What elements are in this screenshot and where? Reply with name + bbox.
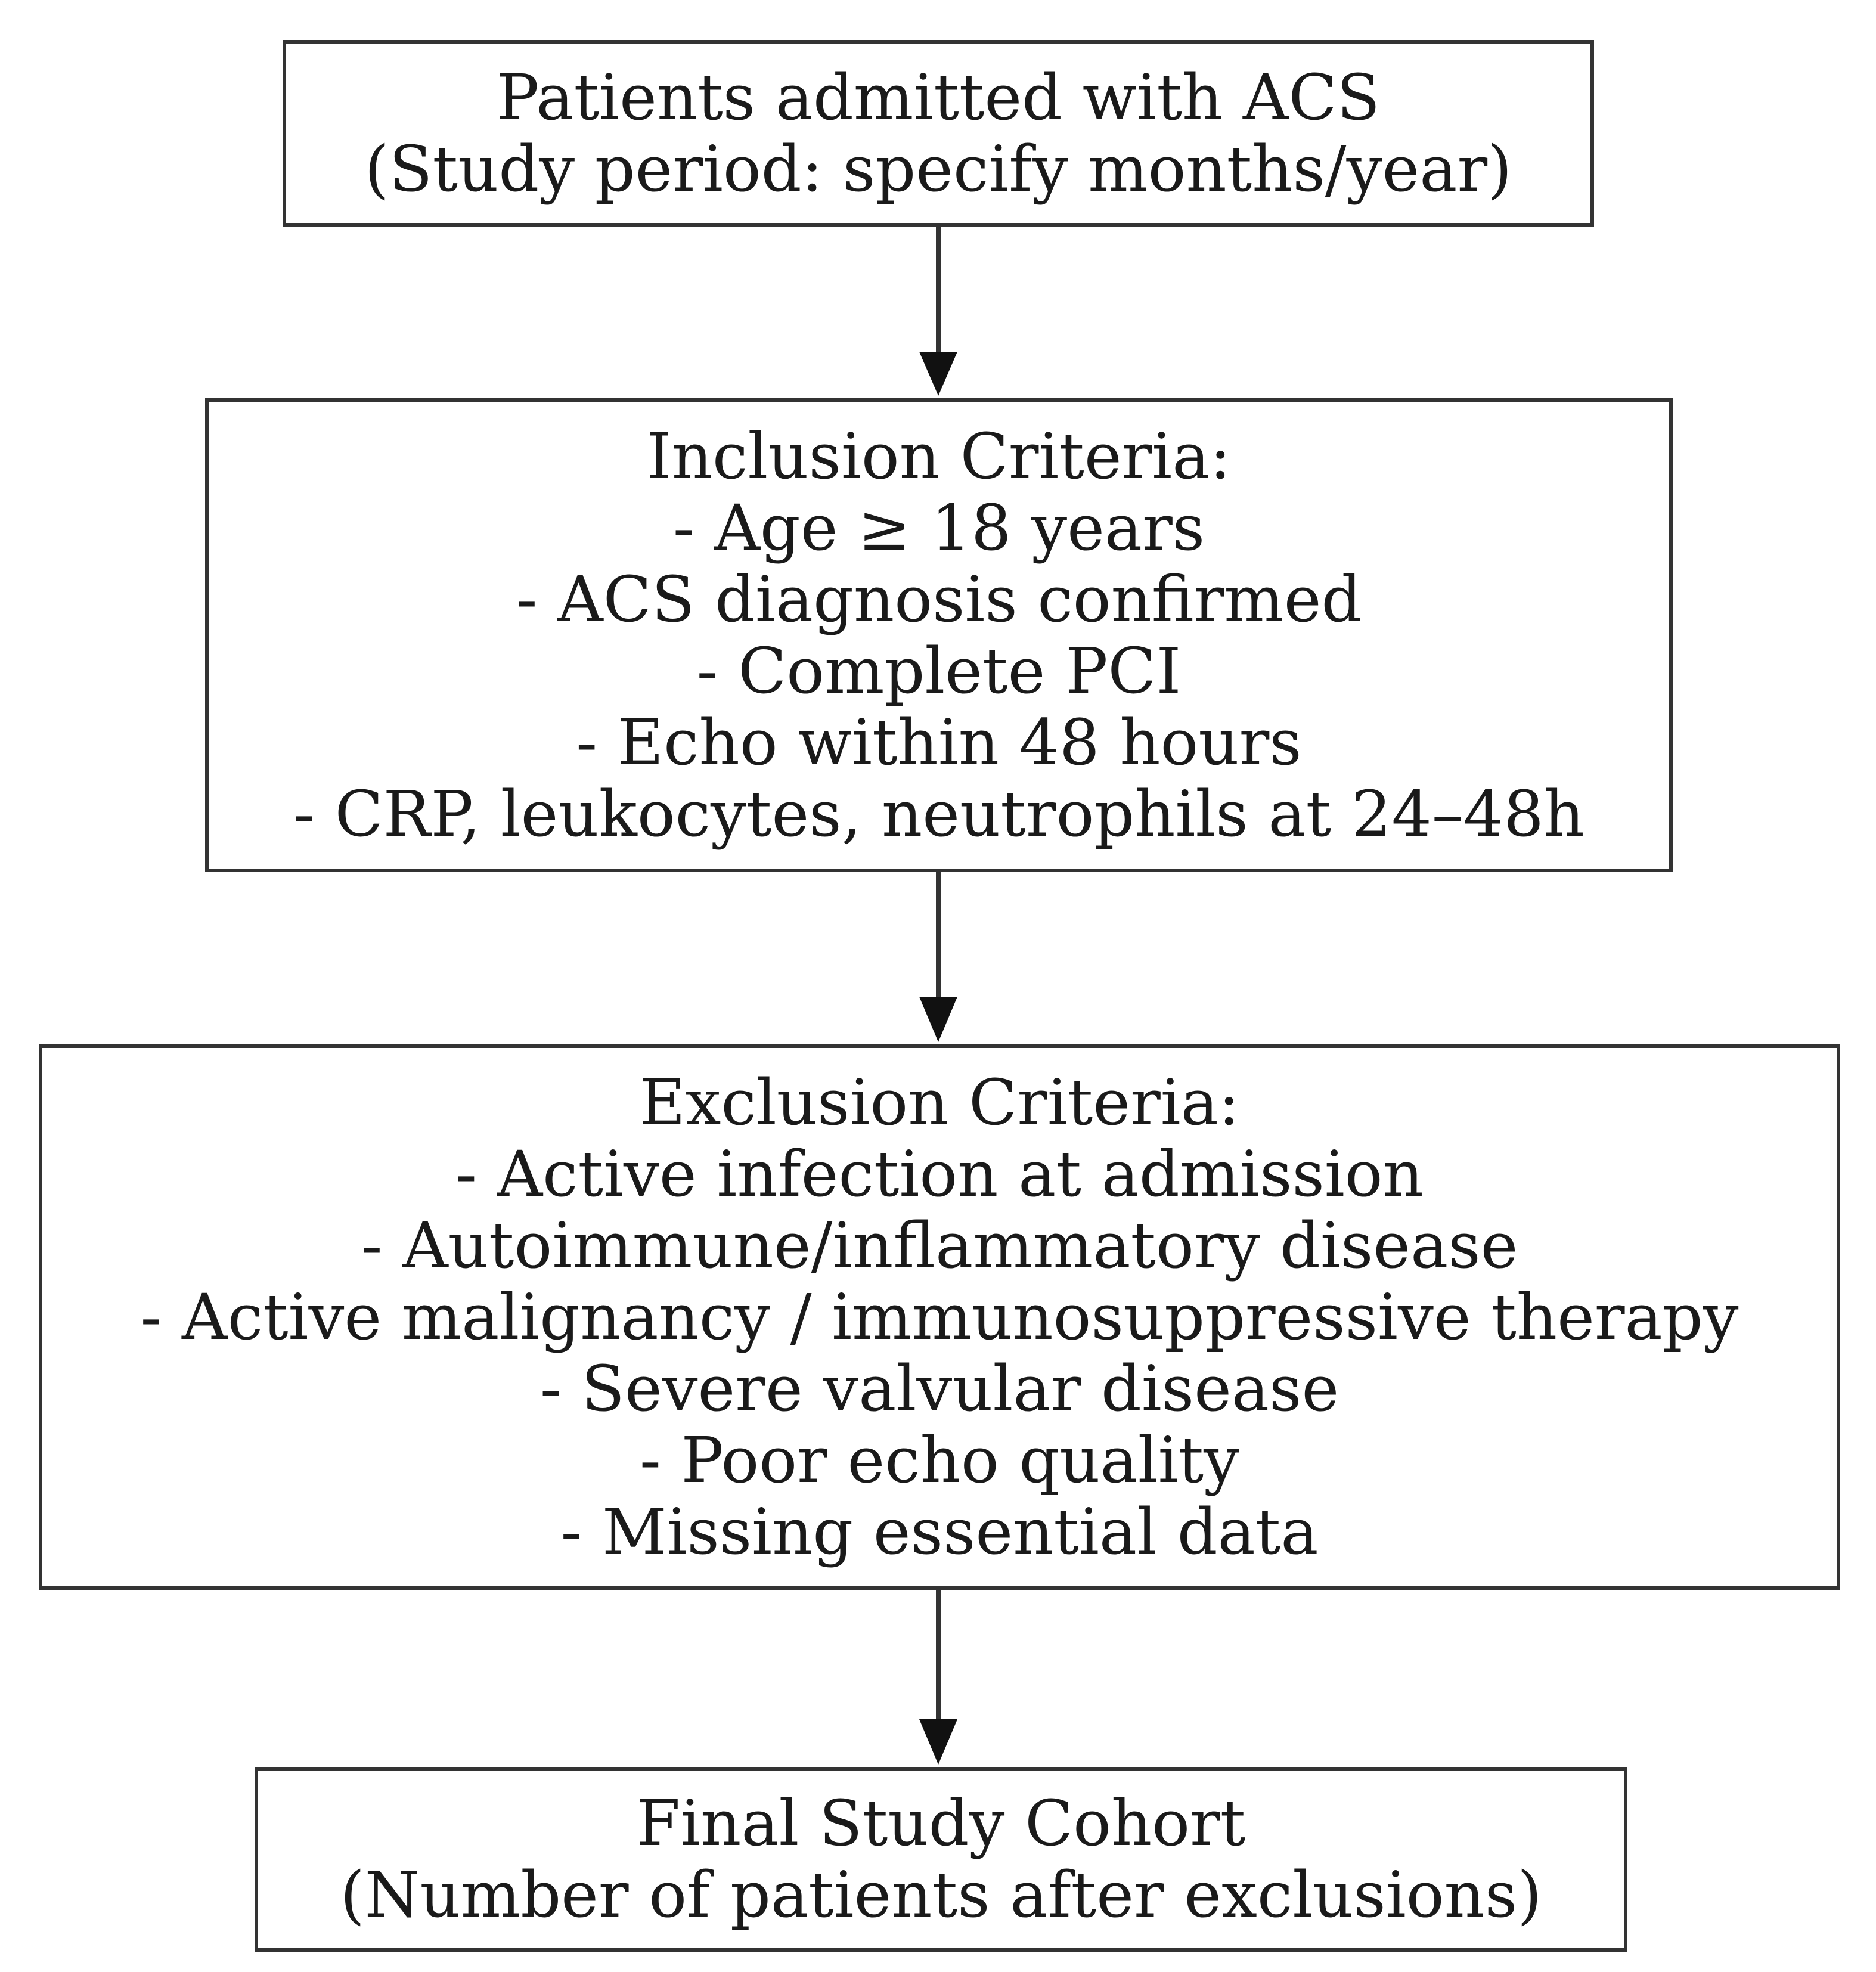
node-title: Patients admitted with ACS xyxy=(496,60,1381,134)
node-title: Inclusion Criteria: xyxy=(646,419,1232,493)
node-title: Final Study Cohort xyxy=(636,1787,1246,1860)
criteria-item: - Active malignancy / immunosuppressive … xyxy=(140,1280,1739,1354)
node-exclusion-criteria: Exclusion Criteria: - Active infection a… xyxy=(39,1044,1840,1590)
node-subtitle: (Number of patients after exclusions) xyxy=(340,1858,1542,1931)
criteria-item: - Active infection at admission xyxy=(455,1137,1424,1211)
criteria-item: - Poor echo quality xyxy=(639,1423,1240,1497)
criteria-item: - Autoimmune/inflammatory disease xyxy=(361,1208,1518,1282)
criteria-item: - Severe valvular disease xyxy=(539,1351,1339,1425)
node-subtitle: (Study period: specify months/year) xyxy=(364,132,1512,206)
node-final-cohort: Final Study Cohort (Number of patients a… xyxy=(255,1767,1627,1952)
criteria-item: - Age ≥ 18 years xyxy=(672,491,1205,565)
arrow-inclusion-to-exclusion xyxy=(919,872,957,1042)
criteria-item: - Missing essential data xyxy=(560,1494,1319,1568)
criteria-item: - CRP, leukocytes, neutrophils at 24–48h xyxy=(293,777,1584,851)
node-title: Exclusion Criteria: xyxy=(639,1065,1240,1139)
criteria-item: - ACS diagnosis confirmed xyxy=(516,562,1362,636)
arrow-exclusion-to-cohort xyxy=(919,1590,957,1765)
criteria-item: - Echo within 48 hours xyxy=(576,705,1302,779)
arrow-admitted-to-inclusion xyxy=(919,227,957,396)
node-inclusion-criteria: Inclusion Criteria: - Age ≥ 18 years - A… xyxy=(205,398,1673,872)
criteria-item: - Complete PCI xyxy=(696,634,1182,708)
node-patients-admitted: Patients admitted with ACS (Study period… xyxy=(283,40,1594,227)
